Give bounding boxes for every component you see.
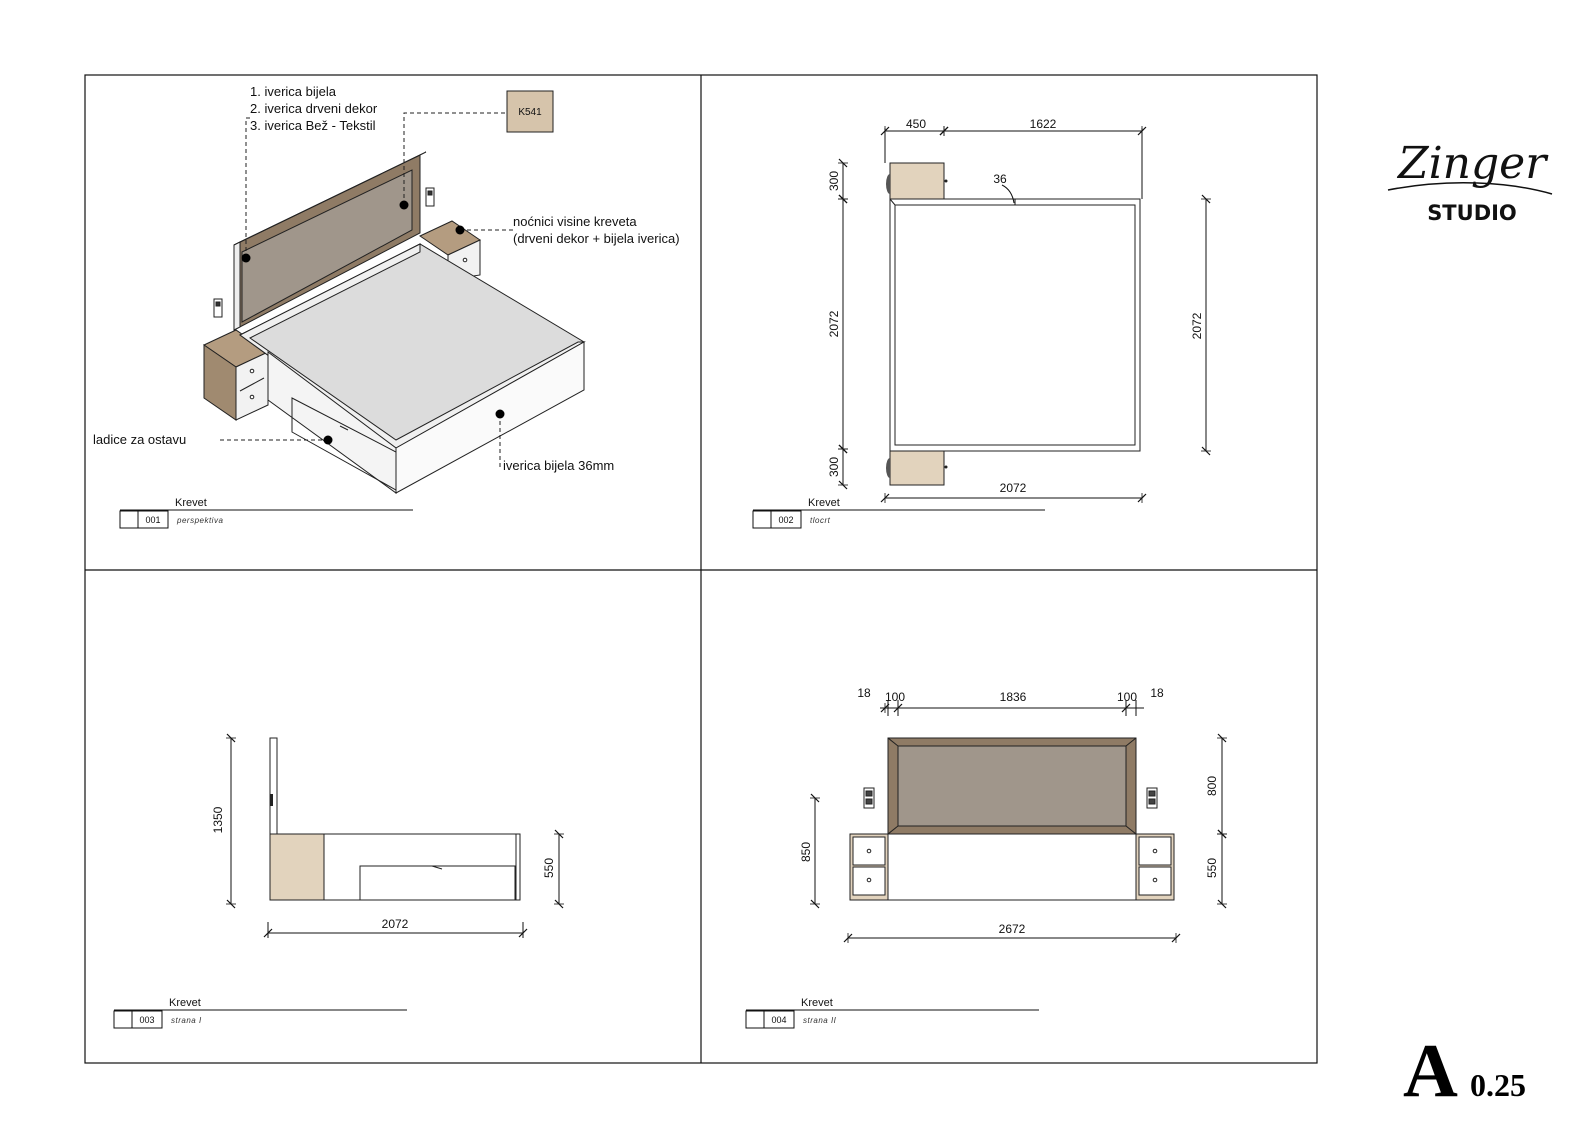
- view-title-block-003: Krevet 003 strana I: [113, 997, 407, 1029]
- view-number: 001: [145, 515, 160, 525]
- dim-side-height: 1350: [211, 806, 225, 833]
- sheet-number: A 0.25: [1403, 1029, 1526, 1113]
- dim-side-length: 2072: [382, 917, 409, 931]
- logo-script-text: Zinger: [1396, 138, 1549, 189]
- view-perspective: 1. iverica bijela 2. iverica drveni deko…: [93, 84, 680, 494]
- nightstand-note-1: noćnici visine kreveta: [513, 214, 637, 229]
- view-title-block-001: Krevet 001 perspektiva: [119, 497, 413, 529]
- view-title-block-002: Krevet 002 tlocrt: [752, 497, 1045, 529]
- dim-front-bed-height: 550: [1205, 858, 1219, 878]
- material-code: K541: [518, 107, 542, 118]
- leader-lines: [220, 112, 513, 470]
- view-front: 18 100 1836 100 18 850 800 550 2672: [799, 686, 1227, 943]
- headboard: [233, 151, 427, 331]
- material-item-3: 3. iverica Bež - Tekstil: [250, 118, 376, 133]
- view-title: Krevet: [169, 997, 201, 1009]
- dim-bed-width: 1622: [1030, 117, 1057, 131]
- front-socket-icons: [863, 787, 1158, 809]
- logo-studio-text: STUDIO: [1427, 201, 1517, 225]
- view-side: 1350 550 2072: [211, 733, 564, 938]
- view-subtitle: tlocrt: [810, 516, 831, 525]
- view-plan: 450 1622 36 300 2072 300 2072 2072: [827, 117, 1211, 503]
- view-title: Krevet: [808, 497, 840, 509]
- view-number: 002: [778, 515, 793, 525]
- view-title: Krevet: [175, 497, 207, 509]
- bed-frame: [239, 243, 586, 494]
- view-subtitle: strana II: [803, 1016, 837, 1025]
- side-nightstand: [269, 833, 325, 901]
- panel-note: iverica bijela 36mm: [503, 458, 614, 473]
- plan-bed: [889, 198, 1141, 452]
- plan-nightstand-top: [889, 162, 945, 200]
- wall-socket-icons: [213, 187, 435, 318]
- nightstand-left: [202, 329, 270, 421]
- dim-front-total-width: 2672: [999, 922, 1026, 936]
- material-item-1: 1. iverica bijela: [250, 84, 337, 99]
- front-nightstand-right: [1135, 833, 1175, 901]
- dim-bed-length-right: 2072: [1190, 312, 1204, 339]
- dim-front-headboard-height: 800: [1205, 776, 1219, 796]
- leader-dots: [241, 200, 505, 445]
- dim-nightstand-depth-top: 300: [827, 171, 841, 191]
- dim-front-nightstand-height: 850: [799, 842, 813, 862]
- front-bed-frame: [887, 833, 1137, 901]
- side-drawer: [359, 865, 516, 901]
- nightstand-note-2: (drveni dekor + bijela iverica): [513, 231, 680, 246]
- dim-front-f2: 100: [1117, 690, 1137, 704]
- dim-front-center: 1836: [1000, 690, 1027, 704]
- material-sample-swatch: [506, 90, 554, 133]
- front-nightstand-left: [849, 833, 889, 901]
- dim-nightstand-depth-bottom: 300: [827, 457, 841, 477]
- dim-front-t1: 18: [857, 686, 871, 700]
- view-number: 003: [139, 1015, 154, 1025]
- sheet-frame: [84, 74, 1318, 1064]
- view-subtitle: perspektiva: [176, 516, 223, 525]
- dim-front-f1: 100: [885, 690, 905, 704]
- view-subtitle: strana I: [171, 1016, 202, 1025]
- view-title: Krevet: [801, 997, 833, 1009]
- dim-side-bed-height: 550: [542, 858, 556, 878]
- side-headboard: [269, 737, 278, 835]
- plan-nightstand-bottom: [889, 448, 945, 486]
- dim-panel-thickness: 36: [993, 172, 1007, 186]
- dim-total-bottom: 2072: [1000, 481, 1027, 495]
- dim-front-t2: 18: [1150, 686, 1164, 700]
- sheet-index: 0.25: [1470, 1067, 1526, 1103]
- material-item-2: 2. iverica drveni dekor: [250, 101, 378, 116]
- dim-bed-length-left: 2072: [827, 310, 841, 337]
- sheet-letter: A: [1403, 1029, 1458, 1113]
- drawer-note: ladice za ostavu: [93, 432, 186, 447]
- view-number: 004: [771, 1015, 786, 1025]
- dim-nightstand-width: 450: [906, 117, 926, 131]
- view-title-block-004: Krevet 004 strana II: [745, 997, 1039, 1029]
- studio-logo: Zinger STUDIO: [1387, 138, 1553, 225]
